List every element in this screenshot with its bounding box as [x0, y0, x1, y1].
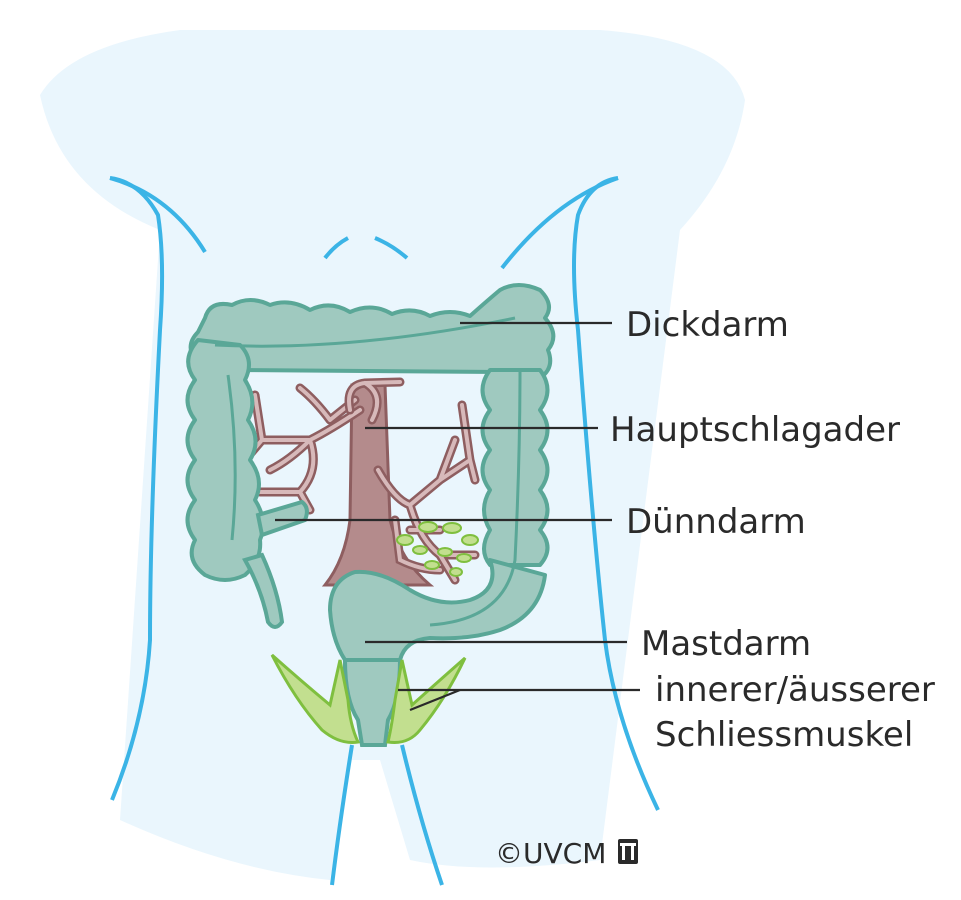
copyright-text: ©UVCM — [495, 837, 606, 870]
artery-arch-inner — [347, 380, 402, 422]
thigh-left — [330, 744, 354, 886]
torso-fill — [40, 30, 745, 880]
thigh-right — [400, 744, 444, 886]
torso-outline-left — [109, 176, 165, 801]
label-colon: Dickdarm — [626, 305, 789, 345]
sphincter-right — [386, 656, 467, 744]
torso-silhouette — [40, 30, 745, 886]
sternum-left — [323, 236, 349, 260]
colon-inner-line — [214, 316, 522, 627]
label-sphincter-line1: innerer/äusserer — [655, 670, 935, 710]
label-aorta: Hauptschlagader — [610, 410, 900, 450]
colon-ascending — [185, 338, 266, 582]
sphincter-muscles — [270, 653, 467, 744]
labels: Dickdarm Hauptschlagader Dünndarm Mastda… — [610, 305, 935, 755]
label-small-intestine: Dünndarm — [626, 502, 806, 542]
artery-tree — [240, 377, 480, 587]
lymph-nodes — [396, 521, 479, 577]
uvcm-logo-icon — [618, 839, 638, 864]
armpit-left — [109, 176, 207, 254]
label-rectum: Mastdarm — [641, 624, 811, 664]
appendix — [242, 552, 285, 629]
label-sphincter-line2: Schliessmuskel — [655, 715, 913, 755]
sphincter-left — [270, 653, 361, 744]
torso-outline-right — [572, 176, 660, 811]
leader-lines — [275, 321, 640, 712]
copyright-block: ©UVCM — [495, 837, 638, 870]
colon — [185, 283, 556, 692]
colon-descending — [480, 368, 550, 567]
armpit-right — [500, 176, 619, 270]
sternum-right — [374, 236, 409, 260]
